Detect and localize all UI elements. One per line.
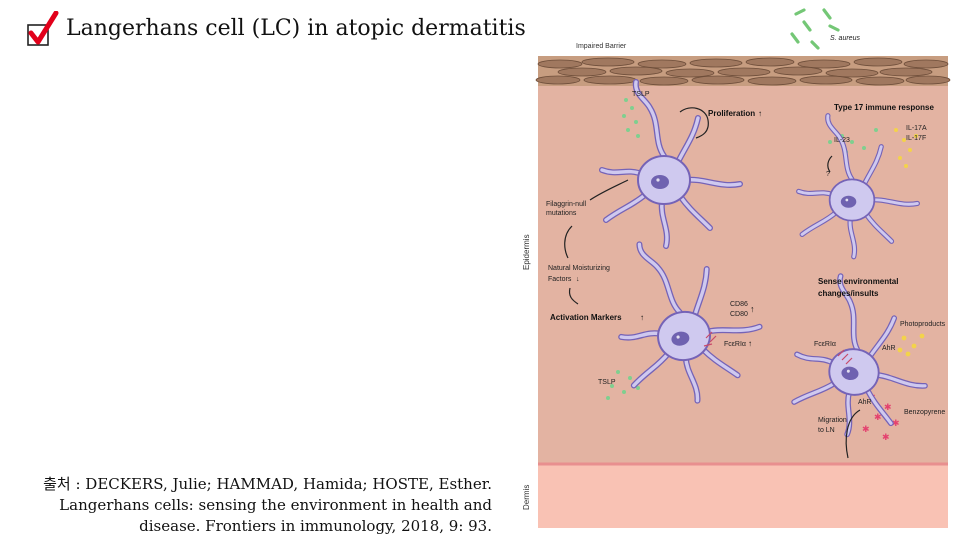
photoproduct-dots xyxy=(897,333,925,357)
cd86-label: CD86 xyxy=(730,301,748,308)
nmf-label-line1: Natural Moisturizing xyxy=(548,265,610,272)
migration-label-line2: to LN xyxy=(818,427,835,434)
sense-label-line2: changes/insults xyxy=(818,289,879,298)
il17f-label: IL-17F xyxy=(906,135,926,142)
benzopyrene-label: Benzopyrene xyxy=(904,409,945,416)
activation-up-arrow: ↑ xyxy=(640,313,644,322)
svg-text:✱: ✱ xyxy=(874,412,882,422)
migration-label-line1: Migration xyxy=(818,417,847,424)
citation-line-1: 출처 : DECKERS, Julie; HAMMAD, Hamida; HOS… xyxy=(43,475,492,493)
nmf-down-arrow: ↓ xyxy=(576,276,580,283)
activation-markers-label: Activation Markers xyxy=(550,313,622,322)
fceria-receptors-right xyxy=(837,349,853,365)
cd-up-arrow: ↑ xyxy=(750,304,755,314)
fceria-receptors-left xyxy=(703,331,717,347)
slide-title-row: Langerhans cell (LC) in atopic dermatiti… xyxy=(26,10,526,46)
fceria-left-label: FcεRIα xyxy=(724,341,746,348)
svg-text:✱: ✱ xyxy=(882,432,890,442)
photoproducts-label: Photoproducts xyxy=(900,321,946,328)
proliferation-label: Proliferation xyxy=(708,109,755,118)
langerhans-figure: Impaired Barrier S. aureus Epidermis Der… xyxy=(512,0,962,543)
tslp-dots-bottom xyxy=(606,370,640,400)
dermis-layer xyxy=(538,464,948,528)
tslp-dots-top xyxy=(622,98,640,138)
svg-text:✱: ✱ xyxy=(892,418,900,428)
bacteria-icon xyxy=(790,8,840,50)
sense-label-line1: Sense environmental xyxy=(818,277,898,286)
fceria-up-arrow: ↑ xyxy=(748,339,752,348)
citation-line-2: Langerhans cells: sensing the environmen… xyxy=(59,496,492,514)
figure-svg: Impaired Barrier S. aureus Epidermis Der… xyxy=(522,8,951,528)
ahr-lower-label: AhR xyxy=(858,399,872,406)
impaired-barrier-label: Impaired Barrier xyxy=(576,43,627,50)
checkbox-check-icon xyxy=(26,10,59,46)
dermis-label: Dermis xyxy=(522,485,531,510)
type17-label: Type 17 immune response xyxy=(834,103,934,112)
slide-title: Langerhans cell (LC) in atopic dermatiti… xyxy=(66,16,526,41)
fceria-right-label: FcεRIα xyxy=(814,341,836,348)
svg-text:✱: ✱ xyxy=(884,402,892,412)
filaggrin-label-line1: Filaggrin-null xyxy=(546,201,587,208)
citation: 출처 : DECKERS, Julie; HAMMAD, Hamida; HOS… xyxy=(28,474,492,537)
citation-line-3: disease. Frontiers in immunology, 2018, … xyxy=(139,517,492,535)
ahr-upper-label: AhR xyxy=(882,345,896,352)
il23-label: IL-23 xyxy=(834,137,850,144)
question-mark-label: ? xyxy=(826,171,830,178)
svg-text:✱: ✱ xyxy=(862,424,870,434)
cd80-label: CD80 xyxy=(730,311,748,318)
proliferation-up-arrow: ↑ xyxy=(758,109,762,118)
s-aureus-label: S. aureus xyxy=(830,35,860,42)
process-arrows xyxy=(564,107,861,459)
tslp-top-label: TSLP xyxy=(632,91,650,98)
filaggrin-label-line2: mutations xyxy=(546,210,577,217)
impaired-barrier xyxy=(535,56,951,86)
nmf-label-line2: Factors xyxy=(548,276,572,283)
il17-dots xyxy=(894,128,918,168)
tslp-bottom-label: TSLP xyxy=(598,379,616,386)
epidermis-label: Epidermis xyxy=(522,234,531,270)
il17a-label: IL-17A xyxy=(906,125,927,132)
